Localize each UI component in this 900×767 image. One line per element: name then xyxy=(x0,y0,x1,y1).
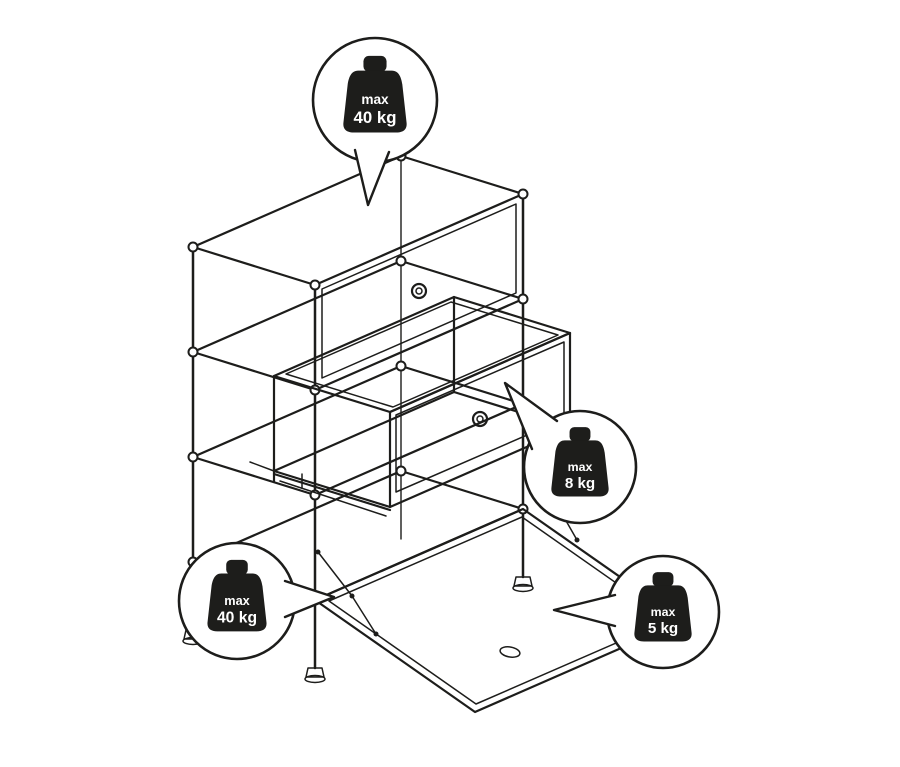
drawer-slide-rails xyxy=(249,461,392,517)
top-drop-down-door xyxy=(321,203,517,379)
badge-pointer xyxy=(353,148,391,207)
weight-badge-shelf: max 40 kg xyxy=(177,541,336,661)
drawer xyxy=(249,295,572,517)
badge-label-value: 5 kg xyxy=(648,620,678,637)
badge-label-max: max xyxy=(361,92,389,107)
badge-label-value: 40 kg xyxy=(354,108,397,127)
hinge-stay-left xyxy=(315,549,379,637)
top-door-knob xyxy=(410,282,428,300)
frame-level-1 xyxy=(191,259,525,392)
bottom-door-grip-hole xyxy=(499,646,521,658)
badge-label-max: max xyxy=(568,460,593,474)
badge-label-max: max xyxy=(651,605,676,619)
weight-badge-drop-down-door: max 5 kg xyxy=(552,554,721,670)
badge-pointer xyxy=(503,381,559,451)
badge-pointer xyxy=(552,593,617,628)
foot-front-right xyxy=(512,576,534,593)
badge-label-value: 8 kg xyxy=(565,475,595,492)
drawer-knob xyxy=(471,410,489,428)
frame-top-face xyxy=(191,154,525,287)
weight-badge-top-surface: max 40 kg xyxy=(311,36,439,207)
badge-label-value: 40 kg xyxy=(217,610,257,627)
foot-front-left xyxy=(304,667,326,684)
drawer-inner-rim xyxy=(285,301,559,408)
badge-pointer xyxy=(283,579,336,619)
frame-level-2 xyxy=(191,364,525,497)
badge-label-max: max xyxy=(224,593,250,608)
weight-badge-drawer: max 8 kg xyxy=(503,381,638,525)
top-door-panel xyxy=(321,203,517,379)
